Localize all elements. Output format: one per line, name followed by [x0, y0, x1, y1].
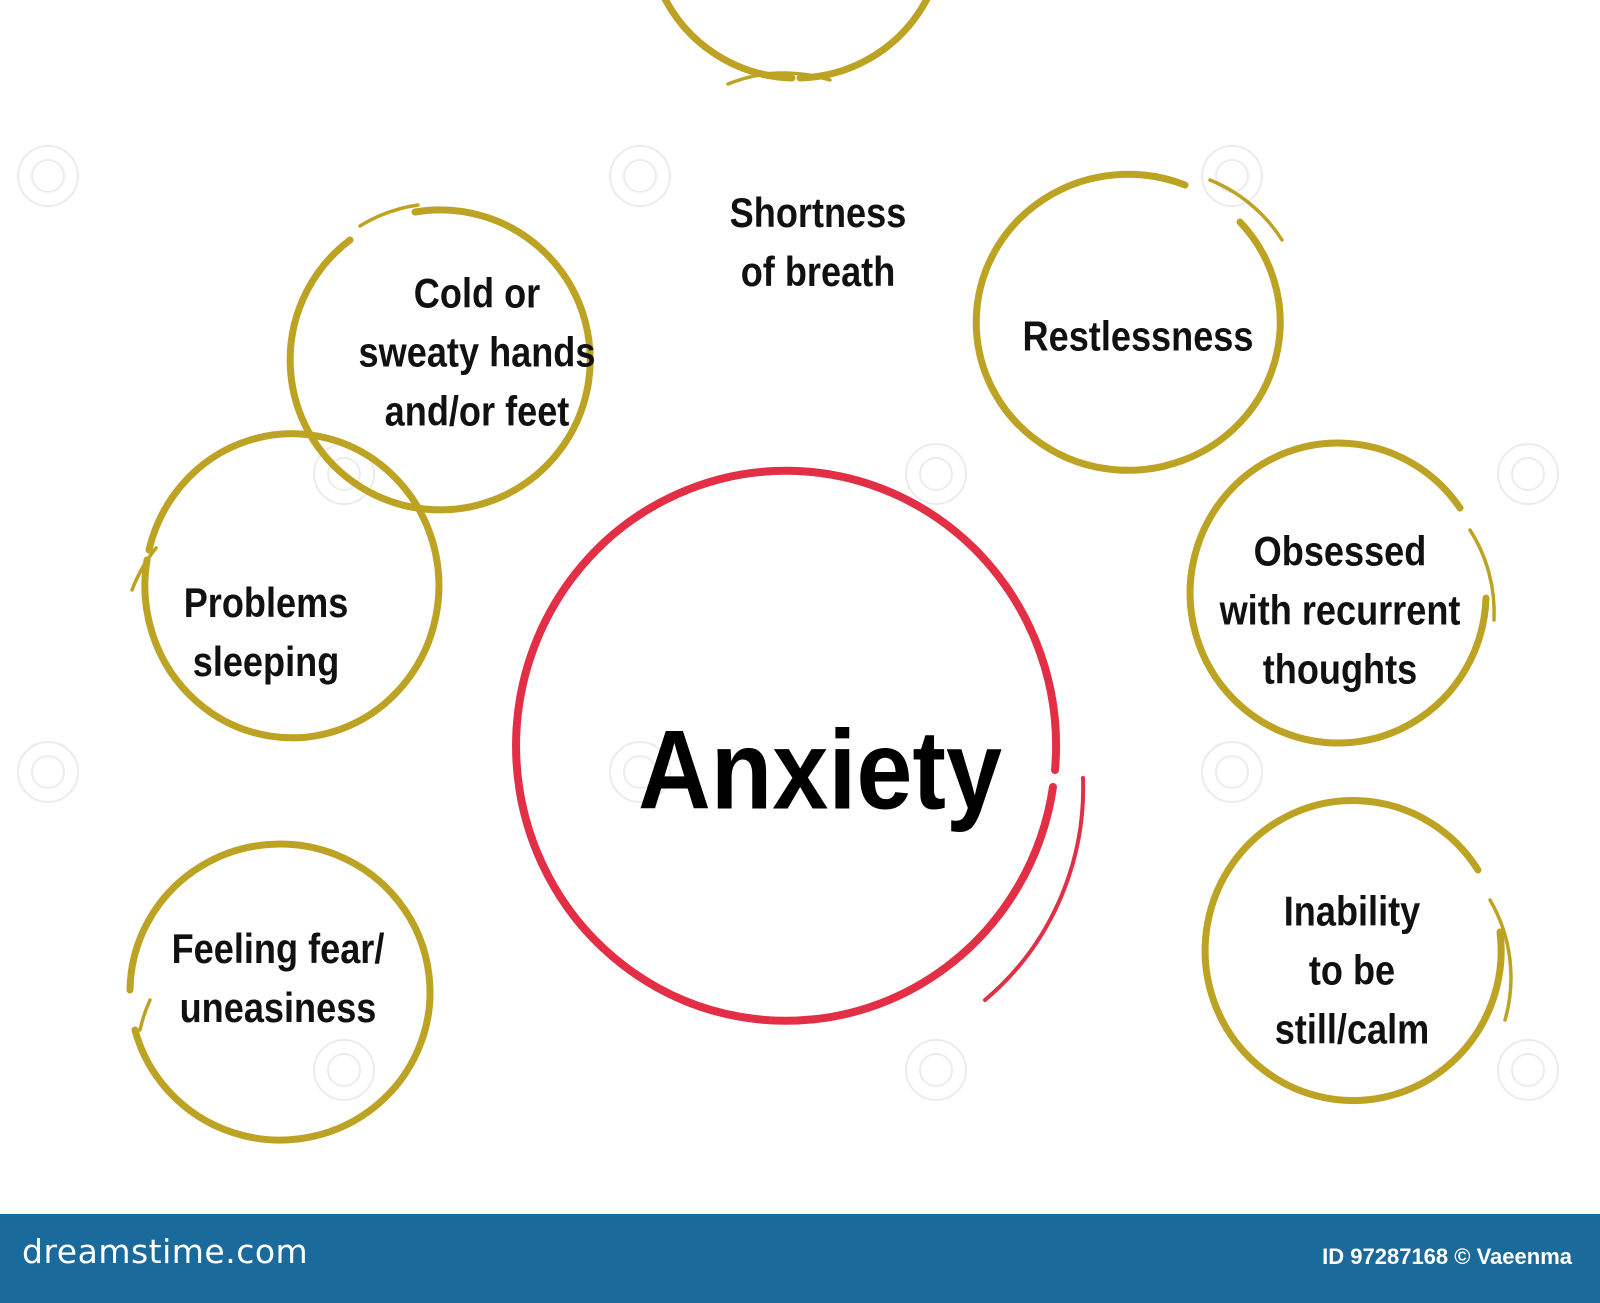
footer-bar: dreamstime.com ID 97287168 © Vaeenma: [0, 1214, 1600, 1303]
node-cold-sweaty-hands: Cold or sweaty hands and/or feet: [359, 264, 596, 441]
node-inability-still: Inability to be still/calm: [1275, 882, 1430, 1059]
ring-cold-sweaty-hands: [286, 203, 594, 514]
image-credit: ID 97287168 © Vaeenma: [1322, 1244, 1572, 1269]
node-line: Feeling fear/: [171, 925, 385, 972]
ring-feeling-fear: [126, 840, 434, 1144]
node-line: uneasiness: [179, 984, 377, 1031]
ring-inability-still: [1201, 797, 1513, 1105]
center-ring: [512, 466, 1086, 1025]
dreamstime-logo[interactable]: dreamstime.com: [22, 1232, 309, 1271]
ring-problems-sleeping: [130, 430, 443, 742]
node-problems-sleeping: Problems sleeping: [184, 573, 349, 691]
center-label-anxiety: Anxiety: [637, 707, 1003, 833]
node-line: Cold or: [413, 269, 541, 317]
node-line: Inability: [1283, 887, 1421, 935]
ring-restlessness: [972, 170, 1284, 474]
node-line: Problems: [183, 579, 349, 626]
node-shortness-of-breath: Shortness of breath: [730, 183, 907, 301]
node-obsessed-thoughts: Obsessed with recurrent thoughts: [1220, 522, 1461, 699]
node-line: still/calm: [1274, 1005, 1430, 1053]
ring-obsessed-thoughts: [1186, 439, 1496, 747]
node-line: of breath: [740, 248, 896, 295]
node-line: to be: [1308, 946, 1396, 994]
node-line: and/or feet: [384, 387, 570, 435]
node-line: Obsessed: [1253, 527, 1427, 575]
anxiety-diagram: Anxiety Shortness of breath Cold or swea…: [17, 0, 1559, 1144]
ring-shortness-of-breath: [661, 0, 931, 86]
node-line: with recurrent: [1219, 586, 1461, 634]
node-line: Restlessness: [1022, 312, 1254, 360]
node-line: thoughts: [1262, 645, 1418, 693]
node-line: Shortness: [729, 189, 907, 236]
diagram-canvas: [17, 0, 1559, 1144]
node-line: sweaty hands: [358, 328, 596, 376]
node-line: sleeping: [192, 638, 340, 685]
node-feeling-fear: Feeling fear/ uneasiness: [172, 919, 385, 1037]
node-restlessness: Restlessness: [1023, 307, 1254, 366]
watermark-pattern: [17, 145, 1559, 1101]
